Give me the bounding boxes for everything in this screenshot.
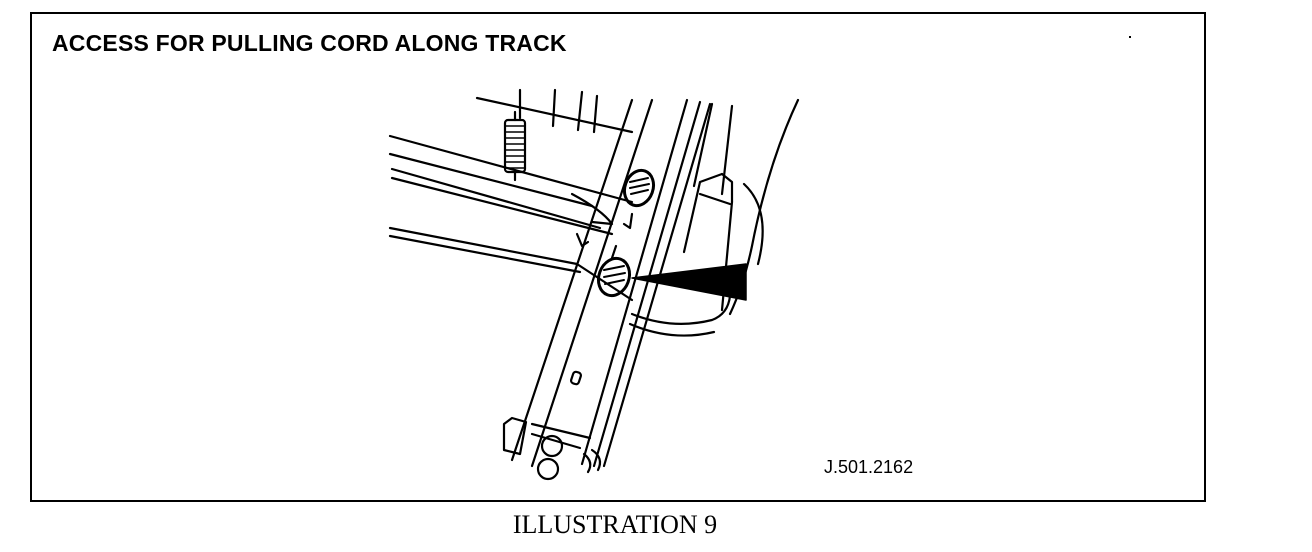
print-speck bbox=[1129, 36, 1131, 38]
main-track bbox=[510, 98, 712, 468]
upper-panel bbox=[475, 88, 634, 134]
pointer-arrow-icon bbox=[631, 263, 747, 301]
illustration-caption: ILLUSTRATION 9 bbox=[512, 510, 718, 539]
horizontal-rails bbox=[388, 134, 634, 302]
access-hole-icon bbox=[596, 168, 656, 298]
illustration-title: ACCESS FOR PULLING CORD ALONG TRACK bbox=[52, 30, 567, 56]
curved-rod bbox=[628, 294, 732, 337]
illustration-frame: ACCESS FOR PULLING CORD ALONG TRACK bbox=[30, 12, 1206, 502]
bottom-bracket bbox=[502, 416, 602, 481]
reference-code: J.501.2162 bbox=[824, 457, 914, 477]
track-line-drawing bbox=[388, 88, 800, 481]
spring-icon bbox=[503, 110, 527, 182]
